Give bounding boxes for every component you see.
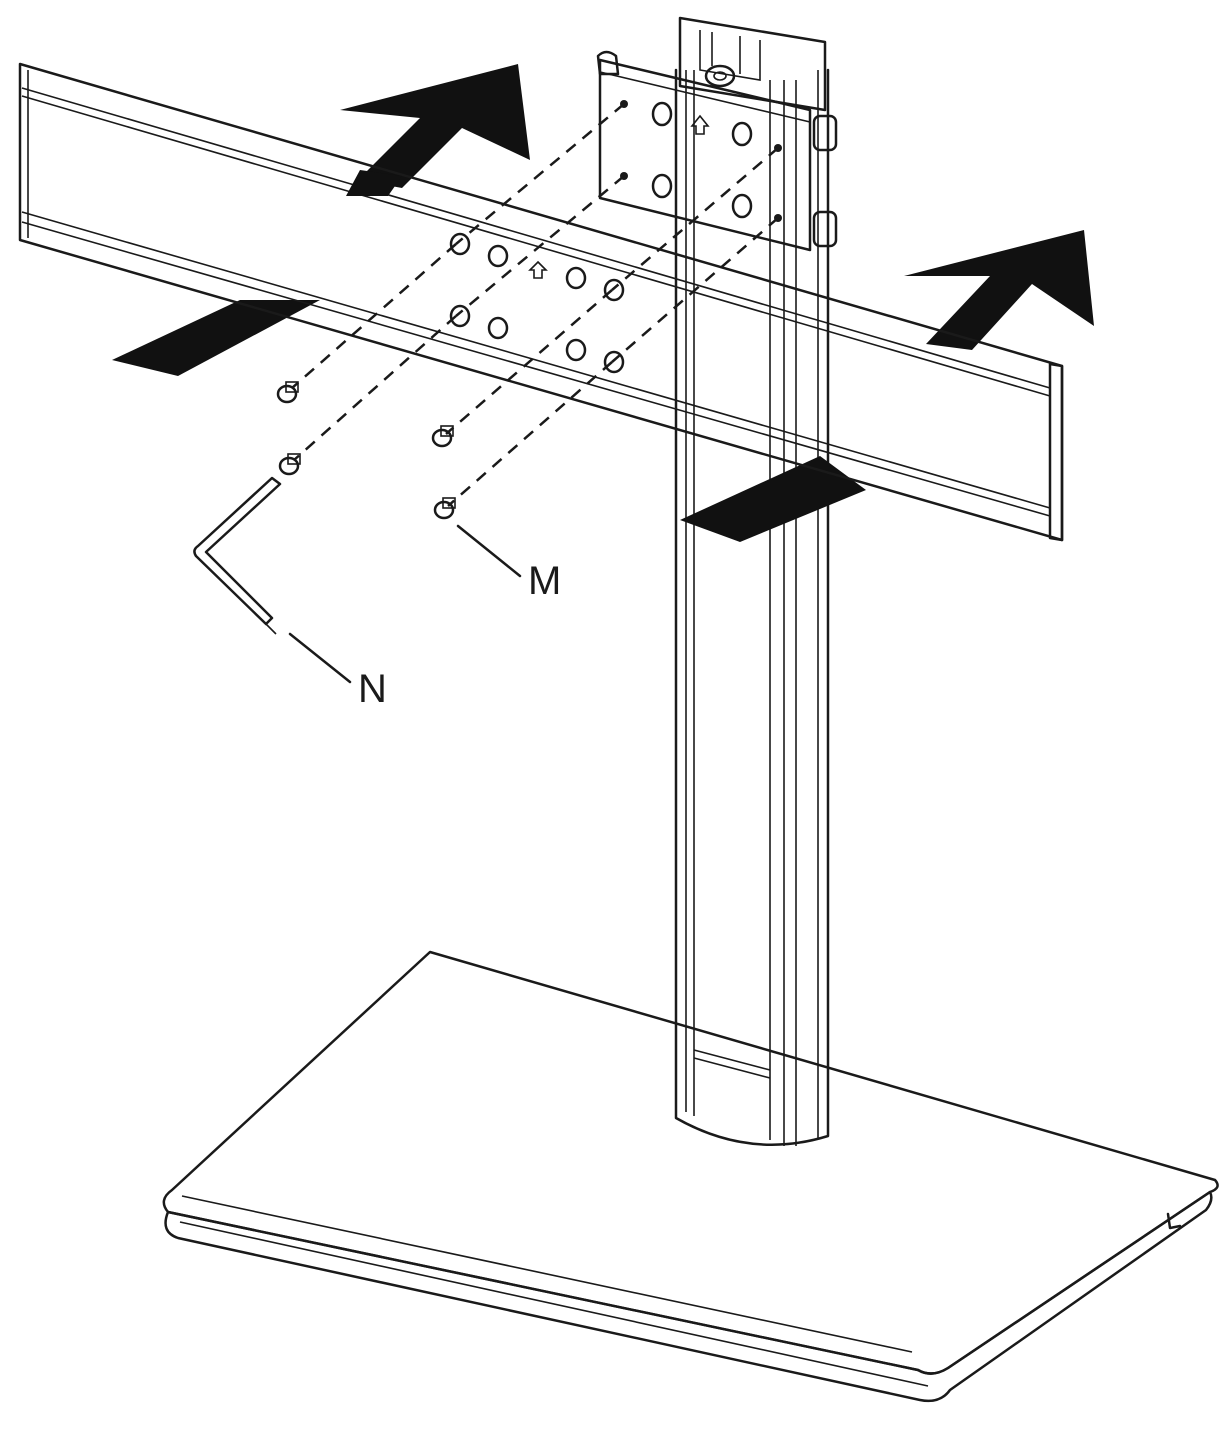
arrow-up-icon bbox=[690, 114, 710, 135]
label-n: N bbox=[358, 667, 387, 711]
base-plate bbox=[162, 950, 1219, 1403]
arrow-up-icon bbox=[528, 260, 548, 279]
column bbox=[674, 16, 830, 1146]
mounting-bracket bbox=[596, 50, 838, 252]
screw-icon bbox=[278, 453, 301, 476]
label-n-leader bbox=[288, 632, 352, 684]
screw-icon bbox=[276, 381, 299, 404]
arrow-icon bbox=[904, 230, 1094, 350]
alignment-lines bbox=[291, 103, 779, 507]
allen-key bbox=[193, 476, 282, 635]
arrow-icon bbox=[340, 64, 530, 188]
arrow-icon bbox=[680, 456, 866, 542]
screws bbox=[276, 381, 456, 520]
label-m-leader bbox=[456, 524, 522, 578]
arrow-icon bbox=[112, 300, 320, 376]
push-arrows-front bbox=[346, 170, 402, 196]
vesa-holes bbox=[449, 232, 625, 374]
display-panel bbox=[18, 62, 1064, 542]
screw-icon bbox=[431, 425, 454, 448]
label-m: M bbox=[528, 559, 561, 603]
screw-icon bbox=[433, 497, 456, 520]
push-arrows bbox=[112, 64, 1094, 542]
callouts: M N bbox=[288, 524, 561, 711]
